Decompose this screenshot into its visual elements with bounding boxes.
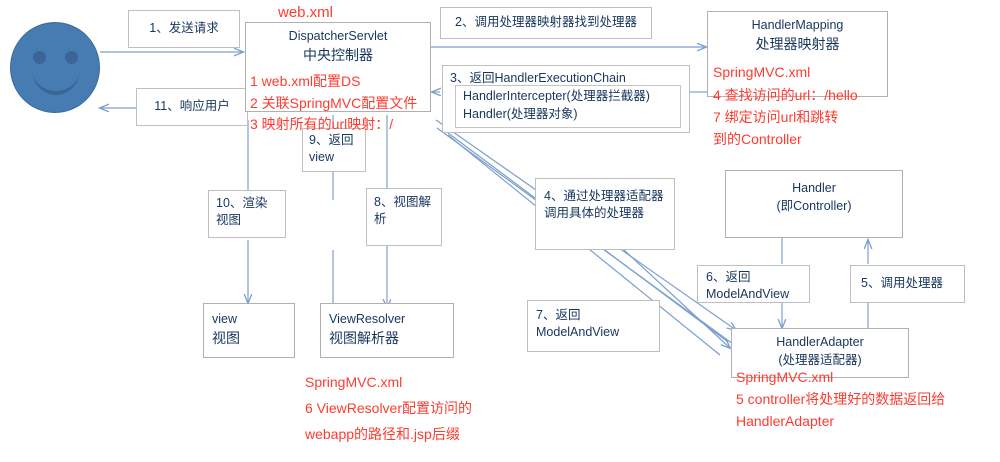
handler-title: Handler bbox=[792, 181, 836, 195]
step-6-line2: ModelAndView bbox=[706, 287, 790, 302]
step-5-text: 5、调用处理器 bbox=[861, 276, 943, 291]
view-title: view bbox=[212, 312, 238, 326]
handler-intercepter-text: HandlerIntercepter(处理器拦截器) bbox=[463, 89, 650, 103]
step-11-label: 11、响应用户 bbox=[136, 88, 248, 126]
step-2-label: 2、调用处理器映射器找到处理器 bbox=[440, 7, 652, 39]
step-10-label: 10、渲染 视图 bbox=[208, 190, 286, 238]
handler-execution-chain-inner: HandlerIntercepter(处理器拦截器) Handler(处理器对象… bbox=[455, 85, 681, 128]
step-5-label: 5、调用处理器 bbox=[850, 265, 965, 303]
step-4-line2: 调用具体的处理器 bbox=[544, 206, 645, 221]
view-resolver-note-3: webapp的路径和.jsp后缀 bbox=[305, 426, 460, 442]
step-3-title: 3、返回HandlerExecutionChain bbox=[450, 71, 626, 85]
step-4-line1: 4、通过处理器适配器 bbox=[544, 189, 664, 203]
step-1-label: 1、发送请求 bbox=[128, 10, 240, 48]
step-4-label: 4、通过处理器适配器 调用具体的处理器 bbox=[535, 178, 675, 250]
step-11-text: 11、响应用户 bbox=[154, 99, 230, 114]
step-9-line2: view bbox=[309, 150, 335, 165]
handler-adapter-note-3: HandlerAdapter bbox=[736, 413, 835, 429]
step-8-line1: 8、视图解 bbox=[374, 195, 431, 209]
node-handler: Handler (即Controller) bbox=[725, 170, 903, 238]
dispatcher-note-3: 3 映射所有的url映射：/ bbox=[250, 116, 394, 132]
step-2-text: 2、调用处理器映射器找到处理器 bbox=[455, 15, 637, 30]
view-resolver-subtitle: 视图解析器 bbox=[329, 329, 399, 346]
smiley-eye-left bbox=[33, 51, 46, 64]
view-resolver-note-2: 6 ViewResolver配置访问的 bbox=[305, 400, 473, 416]
step-6-line1: 6、返回 bbox=[706, 270, 751, 284]
handler-adapter-note-1: SpringMVC.xml bbox=[736, 369, 834, 385]
dispatcher-note-2: 2 关联SpringMVC配置文件 bbox=[250, 95, 418, 111]
view-subtitle: 视图 bbox=[212, 329, 240, 346]
step-1-text: 1、发送请求 bbox=[149, 21, 219, 36]
webxml-annotation: web.xml bbox=[278, 4, 334, 21]
node-view-resolver: ViewResolver 视图解析器 bbox=[320, 303, 454, 358]
node-view: view 视图 bbox=[203, 303, 295, 358]
handler-mapping-note-1: SpringMVC.xml bbox=[713, 64, 811, 80]
user-smiley-icon bbox=[10, 22, 100, 113]
handler-mapping-note-2: 4 查找访问的url：/hello bbox=[713, 87, 858, 103]
view-resolver-title: ViewResolver bbox=[329, 312, 406, 326]
step-8-label: 8、视图解 析 bbox=[366, 188, 442, 246]
handler-object-text: Handler(处理器对象) bbox=[463, 106, 578, 121]
step-10-line2: 视图 bbox=[216, 213, 242, 228]
handler-mapping-subtitle: 处理器映射器 bbox=[755, 35, 840, 52]
handler-subtitle: (即Controller) bbox=[776, 198, 852, 213]
step-7-line1: 7、返回 bbox=[536, 308, 581, 322]
node-handler-adapter: HandlerAdapter (处理器适配器) bbox=[731, 328, 909, 378]
handler-adapter-subtitle: (处理器适配器) bbox=[778, 352, 862, 367]
view-resolver-note-1: SpringMVC.xml bbox=[305, 374, 403, 390]
handler-mapping-title: HandlerMapping bbox=[751, 18, 844, 32]
handler-adapter-note-2: 5 controller将处理好的数据返回给 bbox=[736, 391, 946, 407]
step-10-line1: 10、渲染 bbox=[216, 196, 268, 210]
smiley-eye-right bbox=[65, 51, 78, 64]
node-handler-mapping: HandlerMapping 处理器映射器 bbox=[707, 11, 888, 97]
dispatcher-title: DispatcherServlet bbox=[288, 29, 388, 43]
step-7-line2: ModelAndView bbox=[536, 325, 620, 340]
handler-mapping-note-4: 到的Controller bbox=[713, 131, 802, 147]
step-9-line1: 9、返回 bbox=[309, 133, 354, 147]
handler-adapter-title: HandlerAdapter bbox=[776, 335, 864, 349]
step-6-label: 6、返回 ModelAndView bbox=[697, 265, 810, 303]
step-9-label: 9、返回 view bbox=[302, 128, 366, 172]
smiley-mouth bbox=[32, 69, 80, 95]
step-7-label: 7、返回 ModelAndView bbox=[527, 300, 660, 352]
dispatcher-note-1: 1 web.xml配置DS bbox=[250, 73, 361, 89]
dispatcher-subtitle: 中央控制器 bbox=[303, 46, 373, 63]
handler-mapping-note-3: 7 绑定访问url和跳转 bbox=[713, 109, 839, 125]
step-8-line2: 析 bbox=[374, 212, 387, 227]
node-dispatcher-servlet: DispatcherServlet 中央控制器 bbox=[245, 22, 431, 112]
